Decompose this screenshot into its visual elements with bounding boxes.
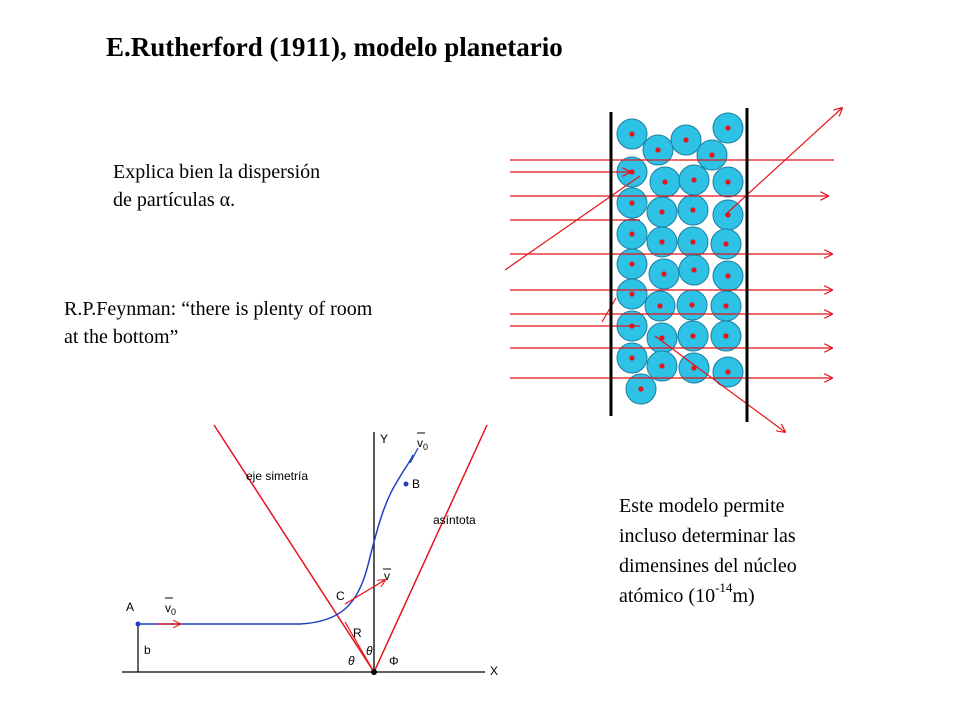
nucleus [723, 303, 729, 309]
nucleus [629, 291, 635, 297]
alpha-beams [504, 108, 842, 432]
label-v0-top: v0 [417, 436, 428, 452]
nucleus [659, 363, 665, 369]
nucleus [662, 179, 668, 185]
explanation-line-2: de partículas α. [113, 189, 236, 211]
nucleus [657, 303, 663, 309]
label-b: b [144, 643, 151, 657]
nucleus [661, 271, 667, 277]
label-R: R [353, 626, 362, 640]
nucleus [691, 365, 697, 371]
nucleus [629, 355, 635, 361]
nucleus [709, 152, 715, 158]
nucleus [690, 239, 696, 245]
nucleus [725, 273, 731, 279]
label-v0-left: v0 [165, 601, 176, 617]
label-B: B [412, 477, 420, 491]
model-note-line-1: Este modelo permite [619, 495, 785, 517]
label-asintota: asíntota [433, 513, 476, 527]
feynman-line-1: R.P.Feynman: “there is plenty of room [64, 298, 373, 320]
nucleus [725, 369, 731, 375]
scattered-beam [654, 335, 785, 432]
nucleus [725, 125, 731, 131]
label-Y: Y [380, 432, 388, 446]
nucleus [683, 137, 689, 143]
model-note-line-2: incluso determinar las [619, 525, 796, 547]
nucleus [629, 131, 635, 137]
nucleus [629, 200, 635, 206]
nucleus [689, 302, 695, 308]
model-note-line-4: atómico (10-14m) [619, 580, 755, 607]
nucleus [659, 239, 665, 245]
label-theta-1: θ [348, 654, 355, 668]
velocity-arrow-top [409, 447, 419, 464]
point-B [403, 481, 409, 487]
scattered-beam [724, 108, 842, 216]
point-A [135, 621, 141, 627]
label-X: X [490, 664, 498, 678]
alpha-trajectory [138, 454, 414, 625]
nucleus [655, 147, 661, 153]
symmetry-axis-line [213, 424, 375, 673]
label-theta-2: θ [366, 644, 373, 658]
feynman-line-2: at the bottom” [64, 326, 179, 348]
label-C: C [336, 589, 345, 603]
nucleus [659, 209, 665, 215]
alpha-symbol: α [219, 189, 231, 211]
label-A: A [126, 600, 134, 614]
explanation-line-1: Explica bien la dispersión [113, 161, 321, 183]
nucleus [691, 177, 697, 183]
slide-title: E.Rutherford (1911), modelo planetario [106, 32, 563, 62]
nucleus [659, 335, 665, 341]
radius-line [344, 621, 375, 673]
foil-atoms [616, 112, 744, 405]
explanation-text: Explica bien la dispersión de partículas… [113, 158, 320, 214]
nucleus [629, 231, 635, 237]
nucleus [629, 261, 635, 267]
nucleus [690, 207, 696, 213]
backscattered-beam [601, 297, 617, 323]
nucleus [725, 179, 731, 185]
nucleus [723, 333, 729, 339]
nucleus [638, 386, 644, 392]
feynman-quote: R.P.Feynman: “there is plenty of room at… [64, 295, 372, 351]
nucleus [723, 241, 729, 247]
model-note: Este modelo permite incluso determinar l… [619, 491, 797, 611]
nucleus [690, 333, 696, 339]
nucleus-point [371, 669, 377, 675]
label-eje-simetria: eje simetría [246, 469, 308, 483]
model-note-line-3: dimensines del núcleo [619, 555, 797, 577]
velocity-arrow-mid [344, 580, 385, 605]
label-Phi: Φ [389, 654, 399, 668]
label-v-mid: v [384, 569, 390, 583]
asymptote-line [373, 424, 488, 673]
scattered-beam [504, 175, 641, 271]
nucleus [691, 267, 697, 273]
